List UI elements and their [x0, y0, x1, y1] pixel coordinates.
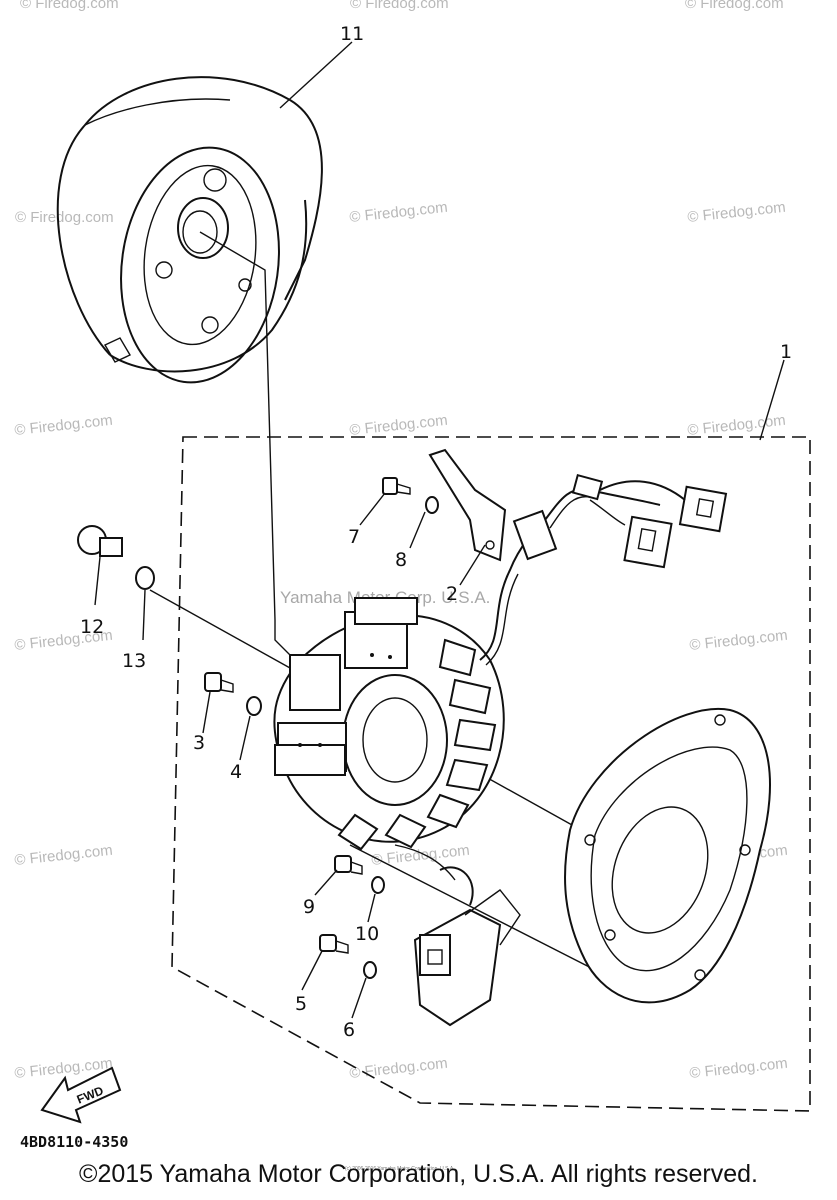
stator-coil [273, 597, 505, 851]
watermark: © Firedog.com [14, 412, 114, 439]
watermark: © Firedog.com [687, 412, 787, 439]
part-code: 4BD8110-4350 [20, 1133, 128, 1151]
screw-7 [382, 477, 411, 495]
callout-6: 6 [343, 1019, 355, 1041]
callout-numbers: 11 1 2 7 8 12 13 3 4 9 10 5 6 [80, 23, 792, 1041]
screw-9 [334, 855, 363, 875]
copyright-notice: ©2015 Yamaha Motor Corporation, U.S.A. A… [79, 1160, 758, 1188]
callout-2: 2 [446, 583, 458, 605]
callout-leaders [94, 41, 785, 1019]
assembly-boundary [171, 436, 811, 1112]
bolt-12 [77, 525, 123, 557]
callout-4: 4 [230, 761, 242, 783]
watermark: © Firedog.com [687, 199, 787, 226]
stator-cover [564, 707, 771, 1004]
rotor-assembly [56, 76, 323, 384]
callout-1: 1 [780, 341, 792, 363]
washer-8 [425, 496, 439, 514]
watermark: © Firedog.com [15, 209, 114, 226]
callout-7: 7 [348, 526, 360, 548]
screw-3 [204, 672, 234, 693]
watermark: © Firedog.com [689, 1055, 789, 1082]
watermark: © Firedog.com [20, 0, 119, 12]
wire-harness [479, 473, 728, 666]
fwd-arrow-icon: FWD [40, 1066, 122, 1124]
washer-13 [135, 566, 155, 590]
washer-4 [246, 696, 262, 716]
connector-a [623, 515, 673, 569]
screw-5 [319, 934, 349, 954]
callout-9: 9 [303, 896, 315, 918]
callout-8: 8 [395, 549, 407, 571]
callout-12: 12 [80, 616, 104, 638]
watermark: © Firedog.com [350, 0, 449, 12]
callout-11: 11 [340, 23, 364, 45]
watermark: © Firedog.com [371, 842, 471, 869]
watermark: © Firedog.com [349, 412, 449, 439]
callout-13: 13 [122, 650, 146, 672]
washer-10 [371, 876, 385, 894]
callout-3: 3 [193, 732, 205, 754]
watermark: © Firedog.com [689, 627, 789, 654]
washer-6 [363, 961, 377, 979]
callout-10: 10 [355, 923, 379, 945]
watermark: © Firedog.com [349, 1055, 449, 1082]
callout-5: 5 [295, 993, 307, 1015]
connector-b [678, 485, 728, 533]
tiny-print: (c) 2006-2016 Yamaha Motor Corporation, … [345, 1166, 455, 1172]
watermark: © Firedog.com [14, 842, 114, 869]
pickup-coil [394, 844, 521, 1027]
fasteners [77, 477, 439, 979]
wire-bracket [428, 448, 507, 562]
watermark: © Firedog.com [349, 199, 449, 226]
watermark: © Firedog.com [685, 0, 784, 12]
